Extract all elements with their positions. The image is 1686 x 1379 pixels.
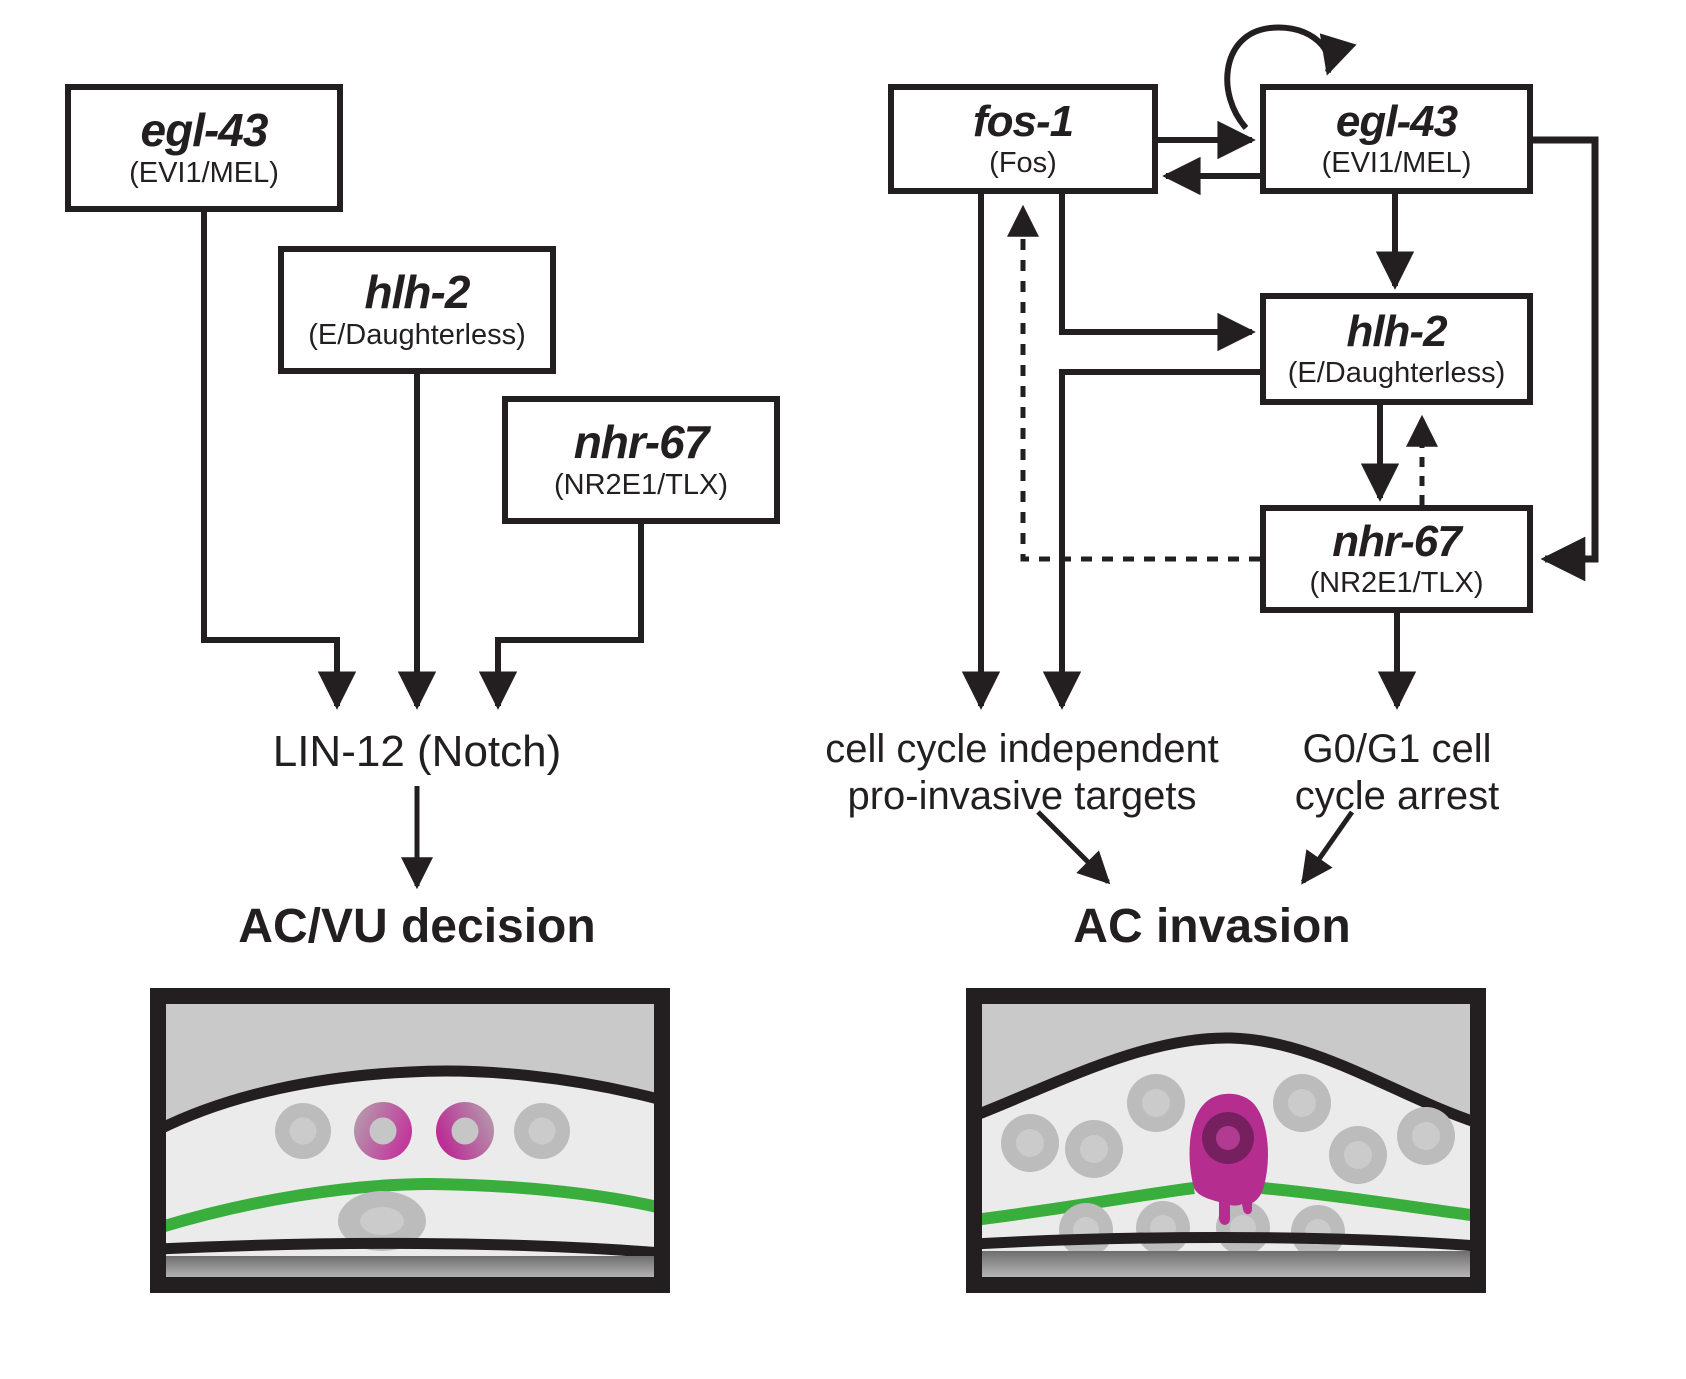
gene-name-left-nhr67: nhr-67 bbox=[573, 416, 710, 468]
gene-name-right-fos1: fos-1 bbox=[972, 97, 1074, 146]
label-lin12-notch: LIN-12 (Notch) bbox=[272, 727, 562, 776]
acvu-precursor-nucleus-1 bbox=[369, 1117, 397, 1145]
acvu-precursor-cells bbox=[275, 1102, 570, 1160]
ventral-cuticle-line bbox=[157, 1237, 663, 1259]
gene-name-right-hlh2: hlh-2 bbox=[1346, 307, 1447, 356]
gene-homolog-right-nhr67: (NR2E1/TLX) bbox=[1309, 567, 1484, 599]
large-cell-nucleus bbox=[360, 1207, 404, 1235]
anchor-cell-nucleolus bbox=[1216, 1126, 1240, 1150]
label-cell-cycle-arrest-line2: cycle arrest bbox=[1294, 774, 1500, 818]
arrow-fos1-to-hlh2 bbox=[1059, 194, 1256, 352]
label-proinvasive-targets: cell cycle independent pro-invasive targ… bbox=[825, 726, 1219, 820]
gene-homolog-right-fos1: (Fos) bbox=[989, 147, 1057, 179]
gene-homolog-left-egl43: (EVI1/MEL) bbox=[129, 157, 279, 189]
label-proinvasive-targets-line1: cell cycle independent bbox=[825, 727, 1219, 771]
illustration-frame bbox=[150, 988, 670, 1293]
ventral-cuticle-line bbox=[973, 1232, 1479, 1252]
gene-name-right-nhr67: nhr-67 bbox=[1332, 517, 1461, 566]
arrow-egl43-to-lin12 bbox=[201, 210, 357, 710]
gene-box-right-nhr67: nhr-67 (NR2E1/TLX) bbox=[1260, 505, 1533, 613]
arrow-hlh2-to-proinvasive-targets bbox=[1042, 369, 1260, 710]
arrow-arrest-to-ac-invasion bbox=[1300, 810, 1355, 885]
label-cell-cycle-arrest-line1: G0/G1 cell bbox=[1302, 727, 1492, 771]
gene-homolog-right-egl43: (EVI1/MEL) bbox=[1321, 147, 1472, 179]
gene-homolog-left-hlh2: (E/Daughterless) bbox=[308, 319, 526, 351]
gene-homolog-left-nhr67: (NR2E1/TLX) bbox=[553, 469, 729, 501]
gene-name-left-hlh2: hlh-2 bbox=[364, 266, 471, 318]
gene-box-left-nhr67: nhr-67 (NR2E1/TLX) bbox=[502, 396, 780, 524]
gonad-region bbox=[158, 996, 662, 1130]
gene-homolog-right-hlh2: (E/Daughterless) bbox=[1287, 357, 1506, 389]
basement-membrane-intact bbox=[156, 1177, 664, 1234]
gonad-basement-membrane bbox=[971, 1032, 1480, 1129]
gene-box-right-hlh2: hlh-2 (E/Daughterless) bbox=[1260, 293, 1533, 405]
gene-name-right-egl43: egl-43 bbox=[1335, 97, 1458, 146]
ventral-epidermal-cell bbox=[338, 1191, 426, 1251]
illustration-frame bbox=[966, 988, 1486, 1293]
arrow-egl43-self-loop bbox=[1224, 24, 1357, 130]
arrow-nhr67-to-lin12 bbox=[478, 522, 644, 710]
acvu-decision-illustration bbox=[150, 988, 670, 1293]
label-cell-cycle-arrest: G0/G1 cell cycle arrest bbox=[1295, 726, 1500, 820]
arrow-targets-to-ac-invasion bbox=[1036, 810, 1111, 885]
gene-box-right-egl43: egl-43 (EVI1/MEL) bbox=[1260, 84, 1533, 194]
gonad-basement-membrane bbox=[155, 1065, 664, 1135]
label-ac-invasion: AC invasion bbox=[1073, 900, 1351, 953]
gonad-region bbox=[974, 996, 1478, 1123]
basement-membrane-right-segment bbox=[1261, 1182, 1479, 1222]
acvu-precursor-nucleus-2 bbox=[451, 1117, 479, 1145]
arrow-egl43-to-nhr67-right-route bbox=[1533, 136, 1599, 582]
vu-cell-nucleus bbox=[528, 1117, 556, 1145]
label-proinvasive-targets-line2: pro-invasive targets bbox=[847, 774, 1197, 818]
anchor-cell-invading bbox=[1189, 1093, 1268, 1225]
arrow-nhr67-to-fos1-dashed bbox=[1006, 204, 1260, 562]
gene-box-left-egl43: egl-43 (EVI1/MEL) bbox=[65, 84, 343, 212]
gene-name-left-egl43: egl-43 bbox=[140, 104, 269, 156]
gene-box-left-hlh2: hlh-2 (E/Daughterless) bbox=[278, 246, 556, 374]
gene-box-right-fos1: fos-1 (Fos) bbox=[888, 84, 1158, 194]
basement-membrane-left-segment bbox=[973, 1182, 1195, 1226]
vu-cell-nucleus bbox=[289, 1117, 317, 1145]
label-acvu-decision: AC/VU decision bbox=[238, 900, 596, 953]
ac-invasion-illustration bbox=[966, 988, 1486, 1293]
